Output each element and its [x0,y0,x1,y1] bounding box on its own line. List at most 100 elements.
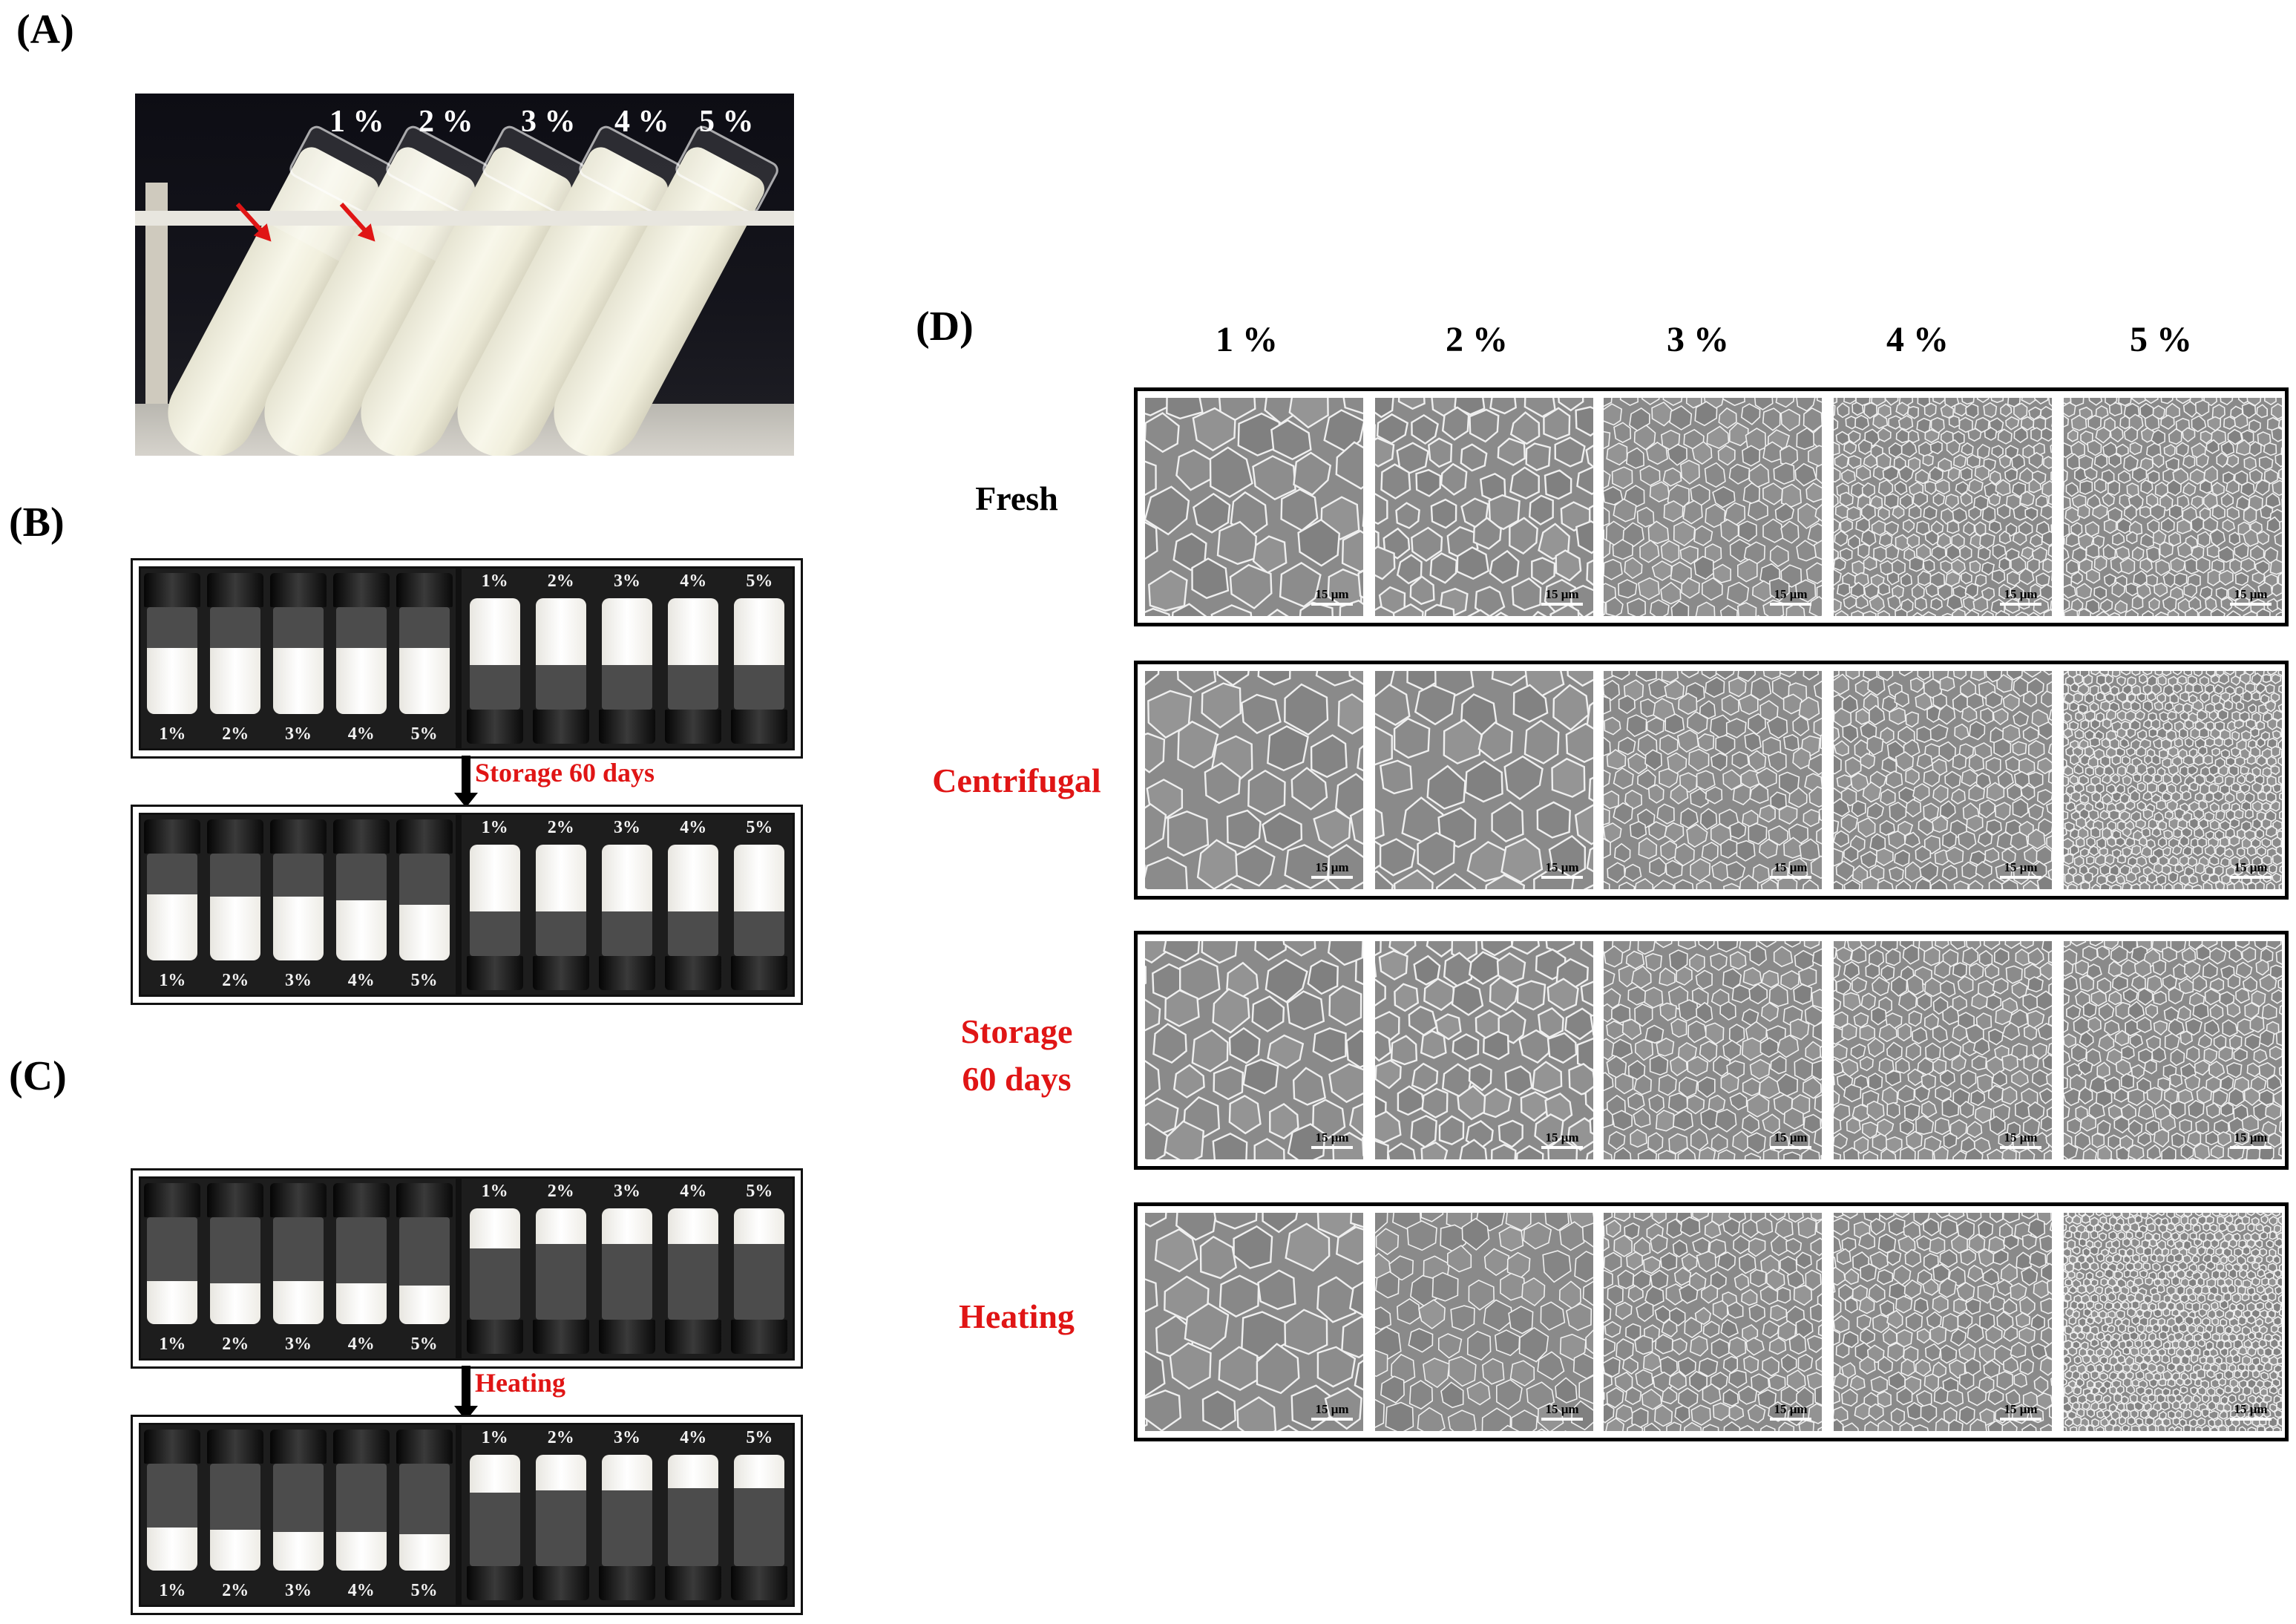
droplet-pattern [1145,941,1363,1159]
scale-bar: 15 μm [1770,1403,1811,1421]
inverted-vial-label-5: 5% [746,1182,773,1201]
upright-vials-photo: 1%2%3%4%5% [141,569,456,748]
scale-bar: 15 μm [1541,1131,1583,1149]
droplet-pattern [1145,671,1363,889]
inverted-vials-photo-c-after: 1%2%3%4%5% [462,1425,793,1605]
vial-1 [144,573,201,714]
scale-bar-label: 15 μm [2234,1402,2268,1416]
scale-bar: 15 μm [1311,1403,1353,1421]
tube-label-2: 2 % [419,105,473,139]
scale-bar-line [2230,1418,2272,1421]
inverted-vials-photo-c: 1%2%3%4%5% [462,1179,793,1358]
inverted-vial-4 [665,598,722,744]
inverted-vial-3 [599,598,655,744]
scale-bar: 15 μm [1311,588,1353,606]
scale-bar-label: 15 μm [2004,1130,2038,1145]
panel-d-letter: (D) [916,304,974,350]
scale-bar: 15 μm [1541,1403,1583,1421]
inverted-vial-label-5: 5% [746,1428,773,1447]
vial-5 [396,819,453,960]
vial-label-3: 3% [285,1581,312,1600]
micrograph-r2-c4: 15 μm [1834,671,2052,889]
scale-bar: 15 μm [2000,588,2041,606]
micrograph-r1-c3: 15 μm [1604,398,1822,616]
scale-bar: 15 μm [2000,1131,2041,1149]
inverted-vial-label-2: 2% [547,572,574,591]
vial-label-3: 3% [285,724,312,744]
vial-2 [207,1183,264,1324]
scale-bar-label: 15 μm [2234,1130,2268,1145]
upright-vials-photo-after: 1%2%3%4%5% [141,815,456,995]
panel-c-before-inner: 1%2%3%4%5% 1%2%3%4%5% [139,1176,795,1361]
inverted-vial-label-2: 2% [547,818,574,837]
scale-bar: 15 μm [1541,861,1583,879]
scale-bar-line [1311,876,1353,879]
vial-label-1: 1% [159,971,186,990]
inverted-vial-label-3: 3% [614,572,640,591]
inverted-vial-1 [466,1208,523,1354]
vial-5 [396,1430,453,1571]
scale-bar-label: 15 μm [1315,860,1349,874]
scale-bar-line [1311,603,1353,606]
inverted-vial-1 [466,1455,523,1600]
inverted-vial-label-3: 3% [614,1182,640,1201]
droplet-pattern [1604,398,1822,616]
col-head-4: 4 % [1886,320,1949,359]
inverted-vial-2 [532,598,589,744]
droplet-pattern [1834,1213,2052,1431]
vial-4 [332,1430,390,1571]
scale-bar-label: 15 μm [1315,587,1349,601]
droplet-pattern [1834,941,2052,1159]
scale-bar-label: 15 μm [1545,860,1579,874]
droplet-pattern [1375,1213,1593,1431]
inverted-vial-5 [731,1455,788,1600]
micrograph-r3-c3: 15 μm [1604,941,1822,1159]
col-head-1: 1 % [1216,320,1278,359]
scale-bar-label: 15 μm [1774,1402,1808,1416]
scale-bar: 15 μm [2230,1403,2272,1421]
row-label-storage-line2: 60 days [962,1060,1072,1098]
upright-vials-photo-c: 1%2%3%4%5% [141,1179,456,1358]
vial-label-1: 1% [159,1581,186,1600]
scale-bar-label: 15 μm [1545,1402,1579,1416]
droplet-pattern [1604,671,1822,889]
vial-label-3: 3% [285,971,312,990]
scale-bar-line [1770,1418,1811,1421]
vial-2 [207,819,264,960]
panel-a-tube-photo: 1 % 2 % 3 % 4 % 5 % [135,94,794,456]
vial-4 [332,573,390,714]
scale-bar-line [1541,1418,1583,1421]
vial-label-5: 5% [410,1335,438,1354]
droplet-pattern [1145,398,1363,616]
scale-bar-label: 15 μm [2004,587,2038,601]
droplet-pattern [1604,1213,1822,1431]
scale-bar-line [1541,603,1583,606]
scale-bar: 15 μm [2000,861,2041,879]
panel-b-letter: (B) [9,500,65,546]
scale-bar-label: 15 μm [2004,1402,2038,1416]
scale-bar-line [1311,1146,1353,1149]
scale-bar: 15 μm [1770,861,1811,879]
heating-arrow [454,1366,478,1421]
vial-4 [332,1183,390,1324]
vial-label-2: 2% [222,724,249,744]
row-label-heating: Heating [959,1297,1075,1335]
micrograph-r2-c5: 15 μm [2064,671,2282,889]
vial-label-1: 1% [159,724,186,744]
col-head-5: 5 % [2130,320,2192,359]
scale-bar: 15 μm [2000,1403,2041,1421]
inverted-vials-photo: 1%2%3%4%5% [462,569,793,748]
scale-bar-label: 15 μm [1545,1130,1579,1145]
droplet-pattern [1834,398,2052,616]
scale-bar-label: 15 μm [2234,860,2268,874]
inverted-vial-1 [466,598,523,744]
droplet-pattern [1145,1213,1363,1431]
inverted-vial-label-4: 4% [680,572,707,591]
droplet-pattern [2064,671,2282,889]
micrograph-r3-c5: 15 μm [2064,941,2282,1159]
inverted-vial-5 [731,598,788,744]
vial-label-5: 5% [410,724,438,744]
scale-bar-label: 15 μm [1315,1402,1349,1416]
micrograph-r4-c2: 15 μm [1375,1213,1593,1431]
